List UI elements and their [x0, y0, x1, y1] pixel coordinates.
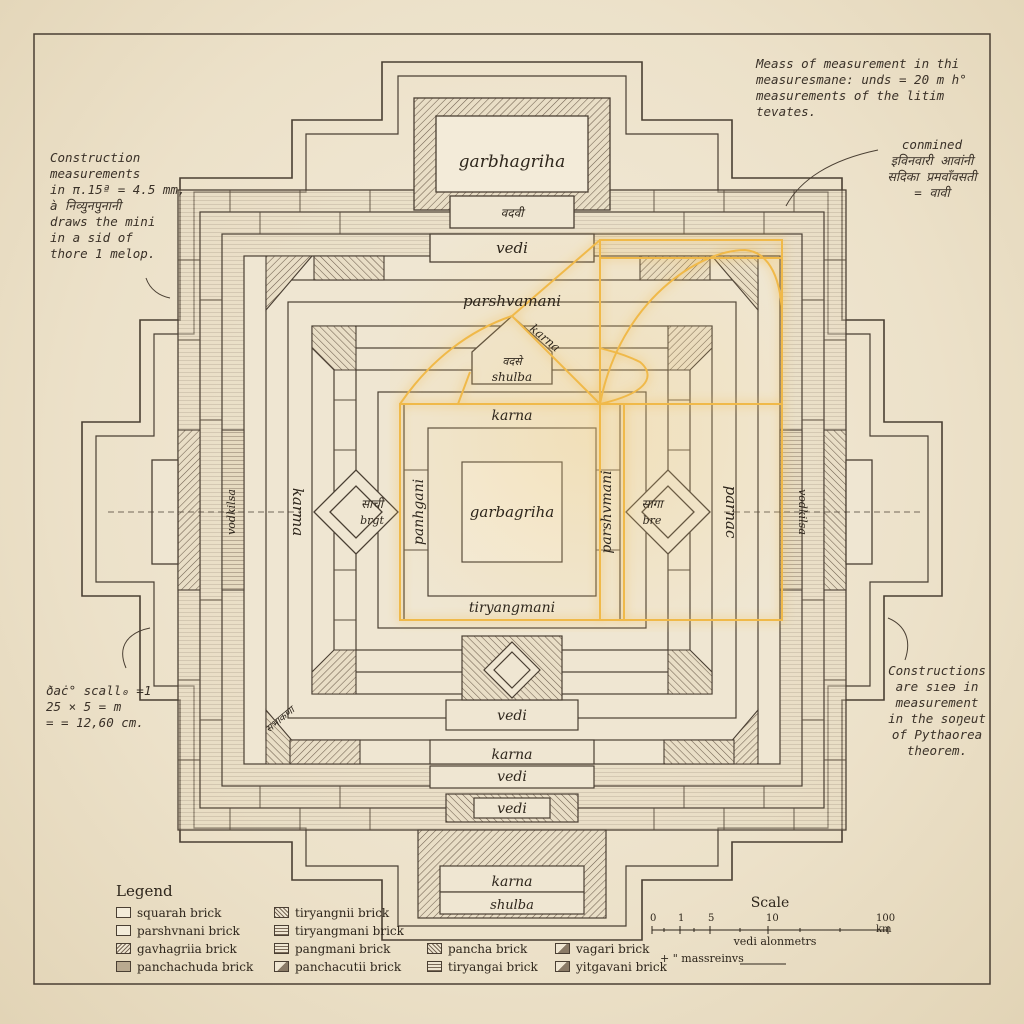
scale-caption: vedi alonmetrs	[733, 935, 817, 948]
note-left-top: Construction measurements in π.15ª = 4.5…	[50, 150, 186, 261]
legend-label: tiryangai brick	[448, 959, 538, 974]
label-panhgani: panhgani	[411, 479, 427, 545]
legend-item: pancha brick	[427, 940, 547, 957]
legend-item: pangmani brick	[274, 940, 419, 957]
scale-tick-label: 10	[766, 913, 779, 924]
legend-swatch	[274, 925, 289, 936]
legend-swatch	[116, 961, 131, 972]
legend-swatch	[427, 961, 442, 972]
note-top-right: Meass of measurement in thi measuresmane…	[756, 56, 967, 119]
label-devanagari-top: वदवी	[501, 206, 527, 220]
label-vedi-lower-2: vedi	[497, 769, 527, 785]
leader-lines	[122, 149, 909, 669]
label-shulba-bottom: shulba	[490, 898, 534, 913]
legend-grid: squarah brick tiryangnii brick parshvnani …	[116, 904, 667, 975]
top-sanctum	[413, 97, 611, 263]
legend-swatch	[427, 943, 442, 954]
label-shulba-mid: shulba	[492, 370, 532, 384]
label-parshvamani-top: parshvamani	[463, 292, 561, 310]
scale-footnote: + " massreinvs	[660, 952, 744, 965]
legend-label: pangmani brick	[295, 941, 391, 956]
label-vedi-top: vedi	[496, 239, 528, 257]
legend-label: vagari brick	[576, 941, 650, 956]
label-karna-bottom: karna	[492, 874, 533, 890]
scale-tick-label: 5	[708, 913, 715, 924]
legend-item: yitgavani brick	[555, 958, 685, 975]
legend-item: gavhagriia brick	[116, 940, 266, 957]
golden-construction-overlay	[390, 232, 790, 632]
label-parshvmani: parshvmani	[599, 470, 615, 553]
legend-item: squarah brick	[116, 904, 266, 921]
legend-item: tiryangnii brick	[274, 904, 419, 921]
legend-label: gavhagriia brick	[137, 941, 237, 956]
legend-swatch	[116, 925, 131, 936]
scale-ticks: 0 1 5 10 100 km	[650, 911, 900, 935]
legend-label: parshvnani brick	[137, 923, 240, 938]
legend-label: panchacutii brick	[295, 959, 402, 974]
label-karma-left: karma	[289, 488, 307, 536]
legend-label: panchachuda brick	[137, 959, 254, 974]
scale-tick-label: 0	[650, 913, 657, 924]
label-vodkilsa-right: vodkilsa	[796, 489, 809, 535]
label-parnac-right: parnac	[722, 486, 740, 539]
label-garbhagriha-top: garbhagriha	[459, 152, 566, 172]
scale-tick-label: 1	[678, 913, 685, 924]
note-right-top: conmined इविनवारी आवांनी सदिका प्रमवाँवस…	[887, 137, 977, 200]
label-garbagriha-center: garbagriha	[470, 503, 554, 521]
plan-labels: garbhagriha वदवी vedi parshvamani karna …	[225, 152, 809, 913]
legend-swatch	[274, 961, 289, 972]
legend-label: yitgavani brick	[576, 959, 667, 974]
legend-item: panchachuda brick	[116, 958, 266, 975]
label-vodkilsa-left: vodkilsa	[225, 489, 238, 535]
label-tiryangmani: tiryangmani	[469, 600, 555, 616]
label-vedi-lower: vedi	[497, 708, 527, 724]
legend-label: tiryangmani brick	[295, 923, 404, 938]
page-border	[33, 33, 991, 985]
note-left-bottom: ðaċ° scall₀ =1 25 × 5 = m = = 12,60 cm.	[46, 683, 152, 730]
legend-label: pancha brick	[448, 941, 528, 956]
legend-title: Legend	[116, 882, 173, 900]
legend-label: squarah brick	[137, 905, 222, 920]
label-devanagari-right-node: सागा	[641, 497, 665, 511]
scale-tick-label: 100 km	[876, 913, 896, 935]
bottom-projection	[417, 635, 607, 919]
legend: Legend squarah brick tiryangnii brick pars…	[116, 882, 667, 975]
scale-title: Scale	[750, 895, 790, 911]
legend-item: vagari brick	[555, 940, 685, 957]
legend-swatch	[555, 943, 570, 954]
label-devanagari-left-node: साची	[361, 497, 386, 511]
scale-block: Scale 0 1 5 10 100 km vedi alonmetrs + " mas…	[650, 895, 900, 965]
legend-item: tiryangai brick	[427, 958, 547, 975]
scale-bar	[651, 926, 889, 965]
legend-label: tiryangnii brick	[295, 905, 390, 920]
legend-item: tiryangmani brick	[274, 922, 419, 939]
legend-item: parshvnani brick	[116, 922, 266, 939]
note-right-bottom: Constructions are sıeə in measurement in…	[888, 663, 986, 758]
label-vedi-lower-3: vedi	[497, 801, 527, 817]
legend-swatch	[116, 907, 131, 918]
legend-swatch	[555, 961, 570, 972]
label-karna-lower: karna	[492, 747, 533, 763]
label-devanagari-shulba: वदसे	[502, 355, 524, 368]
legend-swatch	[274, 943, 289, 954]
label-bre: bre	[643, 514, 662, 527]
legend-swatch	[274, 907, 289, 918]
legend-item	[427, 904, 547, 921]
label-karna-mid: karna	[492, 408, 533, 424]
label-brgt: brgt	[360, 514, 384, 527]
legend-item: panchacutii brick	[274, 958, 419, 975]
legend-item	[427, 922, 547, 939]
legend-swatch	[116, 943, 131, 954]
